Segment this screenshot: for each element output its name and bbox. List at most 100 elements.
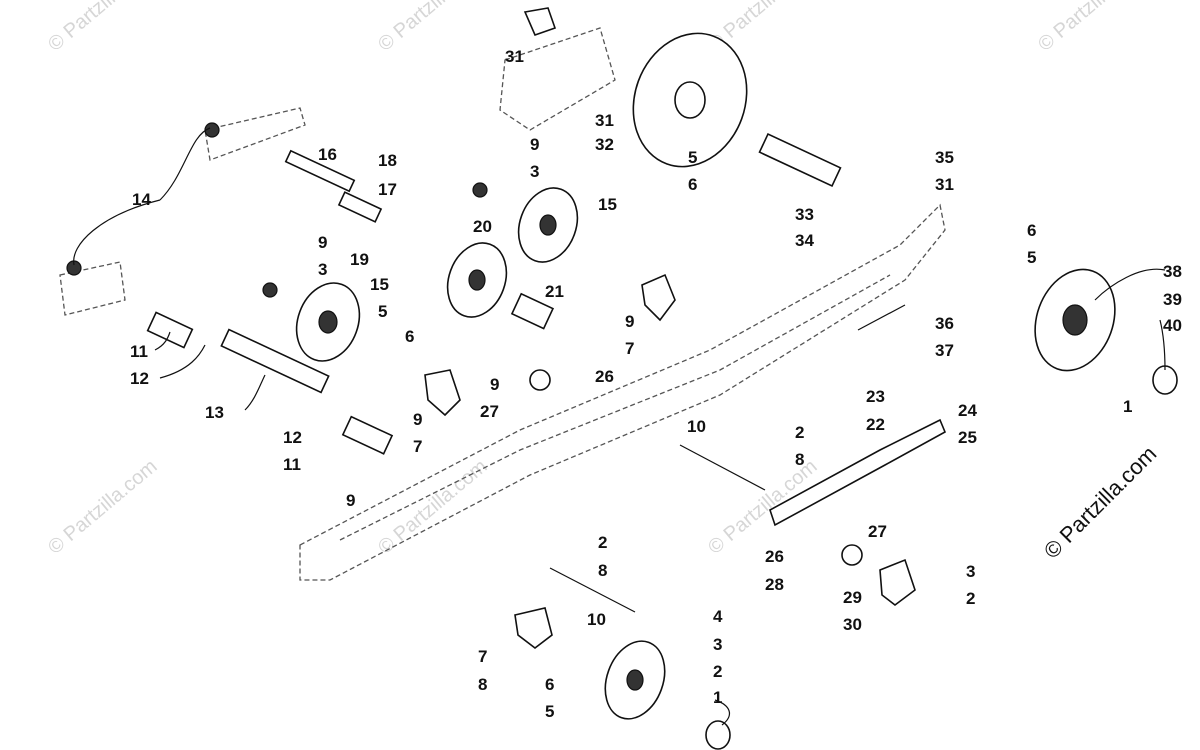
callout-37: 37 bbox=[935, 341, 954, 360]
wheel-38-hub bbox=[1062, 304, 1088, 336]
callout-6: 6 bbox=[688, 175, 697, 194]
bolt-10a bbox=[679, 444, 766, 491]
callout-1: 1 bbox=[713, 688, 722, 707]
callout-20: 20 bbox=[473, 217, 492, 236]
callout-12: 12 bbox=[130, 369, 149, 388]
callout-15: 15 bbox=[598, 195, 617, 214]
callout-10: 10 bbox=[687, 417, 706, 436]
brackets bbox=[66, 7, 947, 650]
callout-8: 8 bbox=[795, 450, 804, 469]
callout-5: 5 bbox=[545, 702, 554, 721]
cap-1b bbox=[705, 720, 731, 750]
callout-19: 19 bbox=[350, 250, 369, 269]
callout-36: 36 bbox=[935, 314, 954, 333]
watermark-4: © Partzilla.com bbox=[1034, 0, 1151, 56]
callout-3: 3 bbox=[530, 162, 539, 181]
nut-9a bbox=[472, 182, 488, 198]
callout-9: 9 bbox=[625, 312, 634, 331]
leader-14 bbox=[73, 127, 211, 266]
callout-11: 11 bbox=[130, 342, 148, 361]
callout-24: 24 bbox=[958, 401, 977, 420]
shaft-11a bbox=[146, 311, 194, 349]
callout-8: 8 bbox=[598, 561, 607, 580]
block-30 bbox=[879, 558, 916, 607]
callout-1: 1 bbox=[1123, 397, 1132, 416]
cap-1a bbox=[1152, 365, 1178, 395]
spacer-27a bbox=[529, 369, 551, 391]
callout-3: 3 bbox=[966, 562, 975, 581]
callout-6: 6 bbox=[1027, 221, 1036, 240]
rear-upper-rail bbox=[499, 27, 616, 131]
bracket-7a bbox=[641, 273, 676, 322]
callout-18: 18 bbox=[378, 151, 397, 170]
callout-25: 25 bbox=[958, 428, 977, 447]
callout-5: 5 bbox=[1027, 248, 1036, 267]
callout-9: 9 bbox=[413, 410, 422, 429]
callout-30: 30 bbox=[843, 615, 862, 634]
callout-40: 40 bbox=[1163, 316, 1182, 335]
shafts bbox=[146, 132, 906, 613]
bolt-37 bbox=[857, 304, 906, 331]
callout-33: 33 bbox=[795, 205, 814, 224]
callout-14: 14 bbox=[132, 190, 151, 209]
callout-17: 17 bbox=[378, 180, 397, 199]
callout-2: 2 bbox=[795, 423, 804, 442]
leader-12a bbox=[159, 344, 206, 379]
callout-5: 5 bbox=[688, 148, 697, 167]
leader-lines bbox=[73, 127, 1166, 726]
callout-22: 22 bbox=[866, 415, 885, 434]
callout-26: 26 bbox=[765, 547, 784, 566]
leader-38 bbox=[1094, 268, 1166, 301]
callout-6: 6 bbox=[405, 327, 414, 346]
callout-9: 9 bbox=[346, 491, 355, 510]
callouts: 31 31 32 5 6 33 34 35 31 6 5 38 39 40 1 … bbox=[130, 47, 1182, 721]
callout-2: 2 bbox=[598, 533, 607, 552]
leader-1b bbox=[714, 699, 731, 726]
watermark-6: © Partzilla.com bbox=[374, 455, 491, 558]
callout-28: 28 bbox=[765, 575, 784, 594]
callout-2: 2 bbox=[713, 662, 722, 681]
callout-3: 3 bbox=[318, 260, 327, 279]
wheel-15-left-hub bbox=[318, 310, 338, 334]
watermark-1: © Partzilla.com bbox=[44, 0, 161, 56]
callout-27: 27 bbox=[480, 402, 499, 421]
callout-6: 6 bbox=[545, 675, 554, 694]
main-right-rail bbox=[299, 203, 946, 581]
wheels bbox=[295, 32, 1178, 750]
spacer-21 bbox=[510, 292, 555, 330]
callout-32: 32 bbox=[595, 135, 614, 154]
callout-27: 27 bbox=[868, 522, 887, 541]
callout-39: 39 bbox=[1163, 290, 1182, 309]
callout-13: 13 bbox=[205, 403, 224, 422]
callout-7: 7 bbox=[413, 437, 422, 456]
callout-9: 9 bbox=[318, 233, 327, 252]
bracket-31 bbox=[523, 7, 557, 37]
callout-2: 2 bbox=[966, 589, 975, 608]
bolt-10b bbox=[549, 567, 636, 613]
watermarks: © Partzilla.com © Partzilla.com © Partzi… bbox=[44, 0, 1151, 559]
callout-12: 12 bbox=[283, 428, 302, 447]
shaft-13 bbox=[220, 328, 330, 394]
bracket-7c bbox=[514, 607, 553, 650]
bracket-7b bbox=[424, 369, 461, 417]
shaft-17 bbox=[337, 191, 383, 223]
leader-11a bbox=[154, 331, 171, 351]
leader-13 bbox=[244, 374, 266, 411]
partzilla-brand-mark: © Partzilla.com bbox=[1039, 441, 1162, 564]
callout-16: 16 bbox=[318, 145, 337, 164]
callout-9: 9 bbox=[490, 375, 499, 394]
callout-11: 11 bbox=[283, 455, 301, 474]
watermark-5: © Partzilla.com bbox=[44, 455, 161, 558]
wheel-32-hub bbox=[674, 81, 706, 119]
callout-31: 31 bbox=[595, 111, 614, 130]
shaft-33 bbox=[758, 132, 842, 188]
leader-40 bbox=[1159, 319, 1166, 371]
slide-rails bbox=[59, 27, 946, 581]
callout-9: 9 bbox=[530, 135, 539, 154]
wheel-15-top-hub bbox=[539, 214, 557, 236]
wheel-15-mid-hub bbox=[468, 269, 486, 291]
spacer-27b bbox=[841, 544, 863, 566]
callout-26: 26 bbox=[595, 367, 614, 386]
callout-34: 34 bbox=[795, 231, 814, 250]
